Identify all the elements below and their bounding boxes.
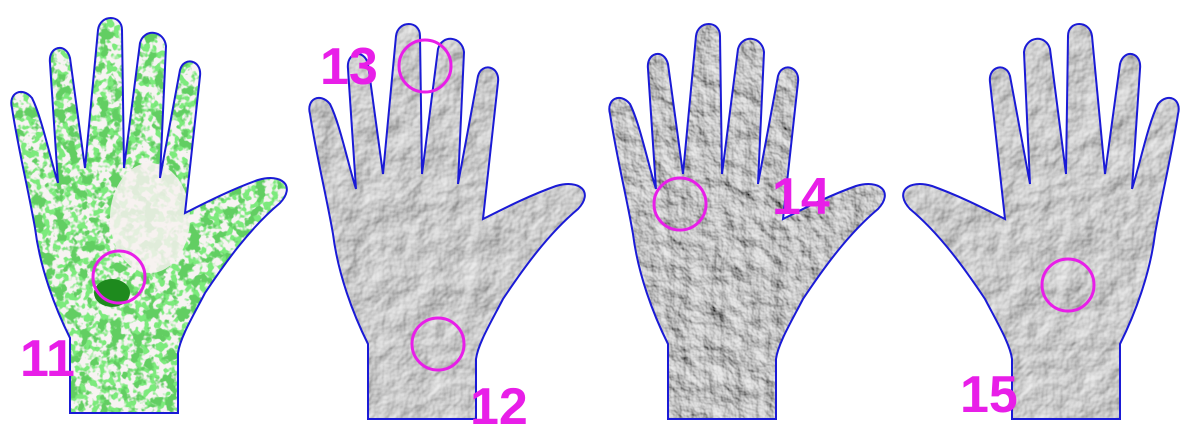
label-15: 15 <box>960 366 1018 424</box>
label-13: 13 <box>320 38 378 96</box>
label-14: 14 <box>772 168 830 226</box>
hand-panel-1: 11 <box>0 8 300 428</box>
hand-panel-3 <box>609 24 885 419</box>
hand-panel-4 <box>903 24 1179 419</box>
label-11: 11 <box>20 330 75 388</box>
label-12: 12 <box>470 378 528 433</box>
